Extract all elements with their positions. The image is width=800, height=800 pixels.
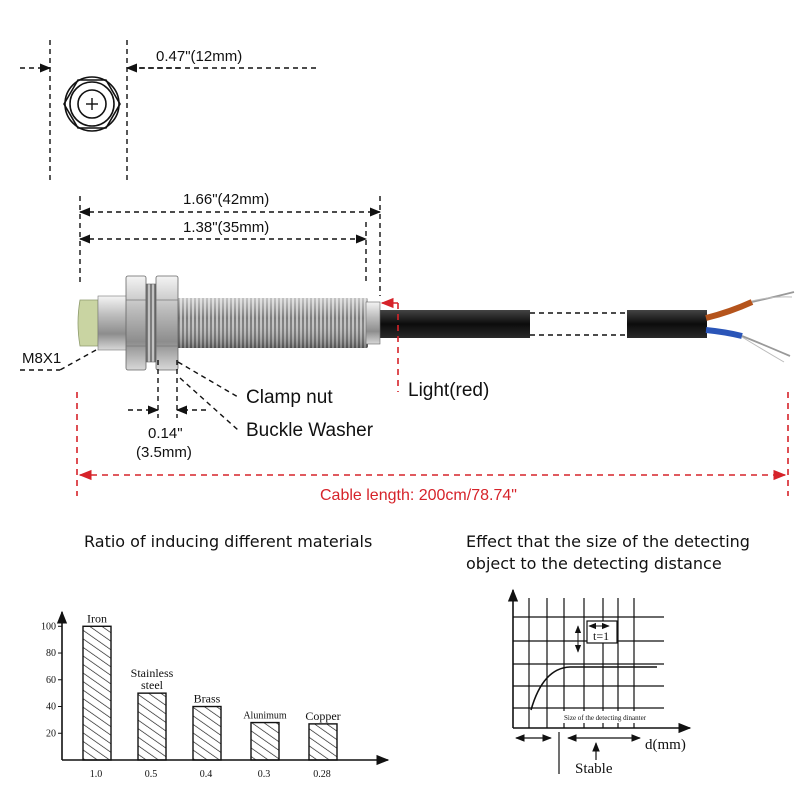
category-label: Copper: [305, 709, 340, 723]
bar-1: [137, 692, 167, 761]
buckle-washer: [145, 283, 157, 363]
size-effect-diagram: [507, 588, 692, 774]
ratio-label: 0.4: [200, 769, 213, 780]
y-tick-label: 20: [46, 728, 56, 739]
clamp-nut-leader: [177, 361, 239, 398]
materials-title: Ratio of inducing different materials: [84, 532, 372, 551]
cable-length-dimension: [76, 392, 789, 496]
y-tick-label: 40: [46, 702, 56, 713]
y-tick-label: 60: [46, 675, 56, 686]
inner-size-label: Size of the detecting dinanter: [564, 714, 647, 722]
t-label: t=1: [593, 629, 609, 643]
hex-nut-top-view: [20, 40, 316, 180]
category-label: Brass: [194, 692, 221, 706]
clamp-nut: [125, 275, 147, 371]
thread-leader: [59, 349, 97, 371]
x-axis-label: d(mm): [645, 737, 686, 753]
cable-length-label: Cable length: 200cm/78.74": [320, 487, 517, 504]
washer-thickness-mm: (3.5mm): [136, 444, 192, 461]
washer-thickness-in: 0.14": [148, 425, 183, 442]
clamp-nut-label: Clamp nut: [246, 387, 333, 408]
ratio-label: 1.0: [90, 769, 103, 780]
bar-2: [192, 705, 222, 761]
washer-thickness-dimension: [128, 360, 206, 418]
diameter-label: 0.47"(12mm): [156, 48, 242, 65]
bar-4: [308, 723, 338, 761]
bar-3: [250, 721, 280, 761]
thread-label: M8X1: [22, 350, 61, 367]
ratio-label: 0.28: [313, 769, 331, 780]
light-indicator-callout: [380, 297, 399, 392]
buckle-washer-label: Buckle Washer: [246, 420, 374, 441]
ratio-label: 0.5: [145, 769, 158, 780]
buckle-washer-leader: [179, 377, 239, 431]
light-label: Light(red): [408, 380, 489, 401]
length-dimension-lines: [78, 196, 382, 296]
detecting-curve: [530, 666, 657, 711]
bar-0: [82, 625, 112, 761]
size-effect-title-line2: object to the detecting distance: [466, 554, 722, 573]
size-effect-title-line1: Effect that the size of the detecting: [466, 532, 750, 551]
category-label: Stainless: [131, 666, 174, 680]
ratio-label: 0.3: [258, 769, 271, 780]
category-label: Alunimum: [243, 711, 287, 722]
y-tick-label: 80: [46, 648, 56, 659]
sensor-body: [77, 275, 795, 371]
sensing-face: [77, 299, 99, 347]
thread-length-label: 1.38"(35mm): [183, 219, 269, 236]
category-label: steel: [141, 678, 164, 692]
total-length-label: 1.66"(42mm): [183, 191, 269, 208]
category-label: Iron: [87, 611, 107, 625]
y-tick-label: 100: [41, 621, 56, 632]
stable-label: Stable: [575, 761, 613, 777]
